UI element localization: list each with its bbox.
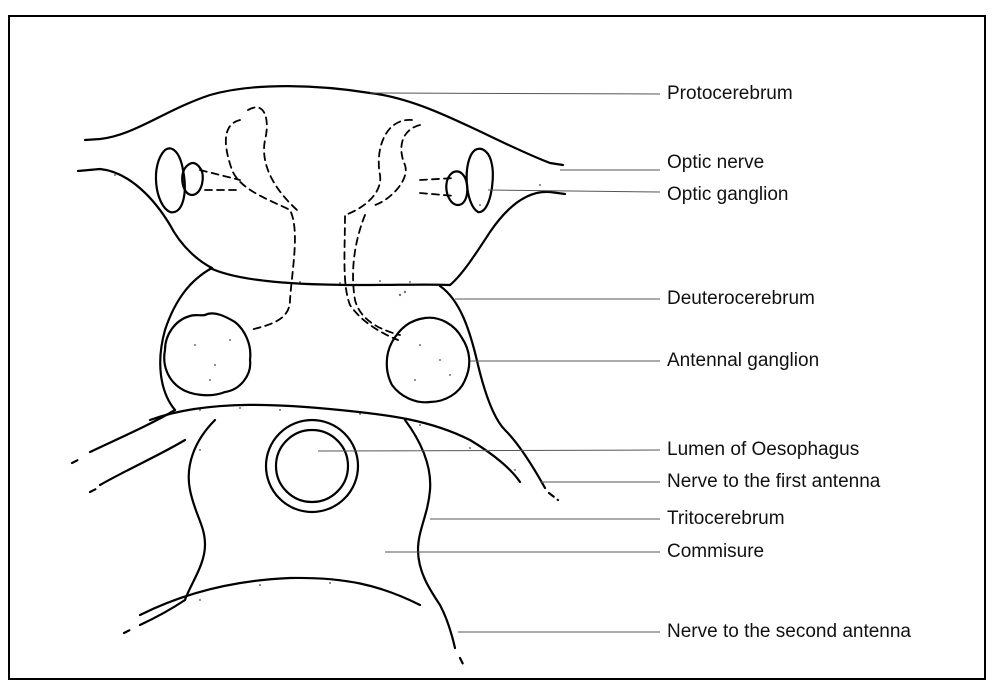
optic-ganglion-right-outer	[467, 149, 493, 212]
optic-nerve-left-lower	[78, 169, 212, 268]
label-commisure: Commisure	[667, 541, 764, 563]
nerve-first-antenna-left-lower	[100, 440, 185, 485]
deuterocerebrum-bottom	[150, 405, 520, 482]
antennal-ganglion-right	[387, 318, 470, 403]
leader-lumen	[318, 450, 660, 451]
oesophagus-outer	[266, 420, 358, 512]
oesophagus-inner	[276, 430, 348, 502]
nerve-first-antenna-left-upper	[90, 410, 175, 452]
label-antennal-ganglion: Antennal ganglion	[667, 350, 819, 372]
label-deuterocerebrum: Deuterocerebrum	[667, 288, 815, 310]
label-nerve-first-antenna: Nerve to the first antenna	[667, 471, 880, 493]
protocerebrum-outline	[85, 86, 563, 165]
label-optic-nerve: Optic nerve	[667, 152, 764, 174]
leader-optic-ganglion	[488, 190, 660, 192]
tritocerebrum-right	[405, 420, 455, 648]
label-protocerebrum: Protocerebrum	[667, 83, 793, 105]
label-nerve-second-antenna: Nerve to the second antenna	[667, 621, 911, 643]
deuterocerebrum-right	[440, 286, 545, 488]
optic-nerve-right-lower	[450, 192, 565, 285]
antennal-ganglion-left	[164, 313, 250, 395]
label-optic-ganglion: Optic ganglion	[667, 184, 788, 206]
label-tritocerebrum: Tritocerebrum	[667, 508, 785, 530]
commisure-bottom	[140, 578, 420, 615]
label-lumen-of-oesophagus: Lumen of Oesophagus	[667, 439, 859, 461]
tritocerebrum-left	[185, 420, 215, 600]
optic-ganglion-left-outer	[156, 148, 185, 212]
optic-ganglion-right-inner	[446, 171, 467, 205]
deuterocerebrum-left	[160, 268, 212, 410]
leader-protocerebrum	[370, 93, 660, 94]
protocerebrum-bottom	[210, 268, 450, 285]
